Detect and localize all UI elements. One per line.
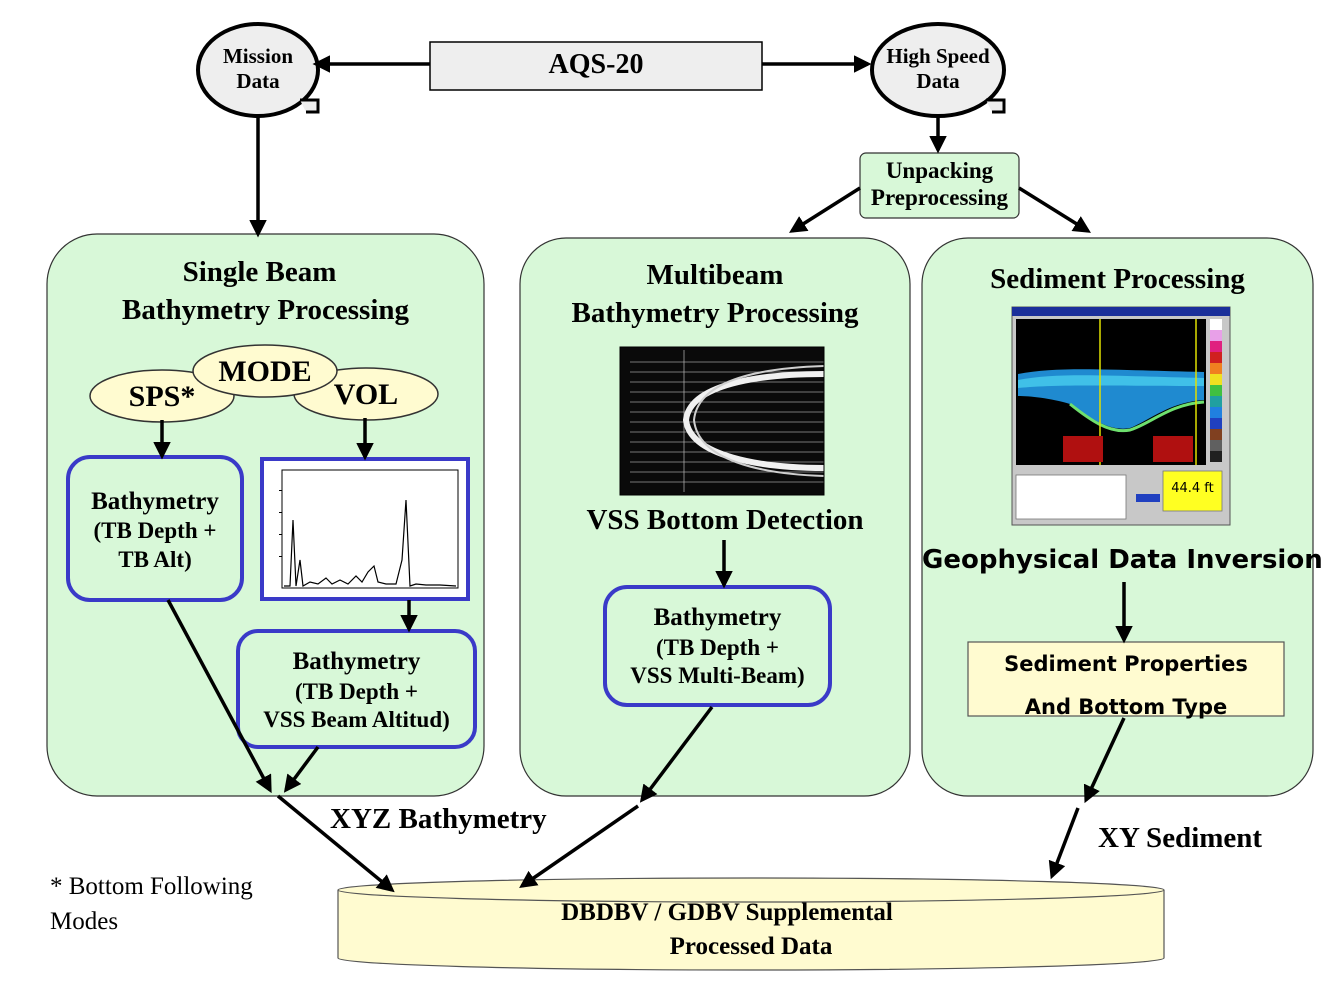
vol-bathymetry-text: Bathymetry (TB Depth + VSS Beam Altitud)	[238, 647, 475, 734]
footnote: * Bottom Following Modes	[50, 870, 253, 939]
database-cylinder	[337, 877, 1165, 971]
footnote-line2: Modes	[50, 907, 119, 935]
xyz-bathymetry-label: XYZ Bathymetry	[330, 803, 547, 835]
aqs20-label: AQS-20	[548, 49, 644, 80]
sps-bathymetry-line3: TB Alt)	[118, 546, 192, 572]
mission-data-line2: Data	[236, 68, 280, 93]
vol-bathymetry-box	[236, 629, 477, 749]
sediment-title: Sediment Processing	[990, 263, 1245, 295]
sediment-properties-box	[967, 641, 1285, 717]
multibeam-bathymetry-line2: (TB Depth +	[655, 634, 779, 660]
multibeam-bathymetry-line3: VSS Multi-Beam)	[630, 662, 805, 688]
multibeam-bathymetry-text: Bathymetry (TB Depth + VSS Multi-Beam)	[605, 603, 830, 690]
multibeam-title-line2: Bathymetry Processing	[571, 297, 859, 330]
high-speed-data-line2: Data	[916, 68, 960, 93]
single-beam-title-line2: Bathymetry Processing	[122, 294, 409, 327]
vol-bathymetry-line1: Bathymetry	[292, 648, 421, 675]
xy-sediment-label: XY Sediment	[1098, 822, 1263, 854]
sediment-profile-screen	[1011, 306, 1231, 526]
sps-bathymetry-text: Bathymetry (TB Depth + TB Alt)	[68, 486, 242, 574]
aqs20-box	[429, 41, 763, 91]
unpacking-label: Unpacking Preprocessing	[860, 157, 1019, 211]
multibeam-bathymetry-line1: Bathymetry	[653, 604, 782, 631]
flow-arrows	[153, 55, 1133, 893]
multibeam-title-line1: Multibeam	[646, 259, 784, 291]
vss-bottom-detection-label: VSS Bottom Detection	[586, 504, 864, 536]
database-line2: Processed Data	[669, 933, 833, 960]
database-line1: DBDBV / GDBV Supplemental	[561, 899, 893, 926]
sediment-screen-readout: 44.4 ft	[1171, 481, 1214, 496]
single-beam-title: Single Beam Bathymetry Processing	[47, 253, 484, 330]
multibeam-title: Multibeam Bathymetry Processing	[520, 256, 910, 333]
sediment-properties-line2: And Bottom Type	[1024, 695, 1228, 720]
sps-label: SPS*	[128, 380, 196, 413]
unpacking-line1: Unpacking	[885, 158, 994, 183]
database-label: DBDBV / GDBV Supplemental Processed Data	[338, 896, 1164, 964]
mission-data-label: Mission Data	[200, 44, 316, 94]
multibeam-waterfall-image	[619, 346, 825, 496]
sediment-properties-text: Sediment Properties And Bottom Type	[968, 643, 1284, 730]
vol-altitude-plot	[279, 469, 459, 589]
vol-bathymetry-line3: VSS Beam Altitud)	[263, 706, 450, 732]
mission-data-line1: Mission	[222, 44, 293, 68]
sps-bathymetry-line2: (TB Depth +	[93, 518, 217, 543]
mode-label: MODE	[218, 355, 312, 388]
high-speed-data-label: High Speed Data	[873, 44, 1003, 94]
single-beam-title-line1: Single Beam	[182, 256, 337, 288]
sediment-properties-line1: Sediment Properties	[1004, 652, 1248, 676]
sps-bathymetry-line1: Bathymetry	[91, 488, 219, 515]
unpacking-line2: Preprocessing	[870, 185, 1009, 211]
mode-ellipse	[192, 344, 338, 398]
geophysical-inversion-label: Geophysical Data Inversion	[922, 545, 1323, 575]
high-speed-data-line1: High Speed	[886, 44, 990, 68]
vol-label: VOL	[333, 378, 399, 411]
vol-bathymetry-line2: (TB Depth +	[294, 678, 418, 704]
footnote-line1: * Bottom Following	[50, 873, 253, 900]
